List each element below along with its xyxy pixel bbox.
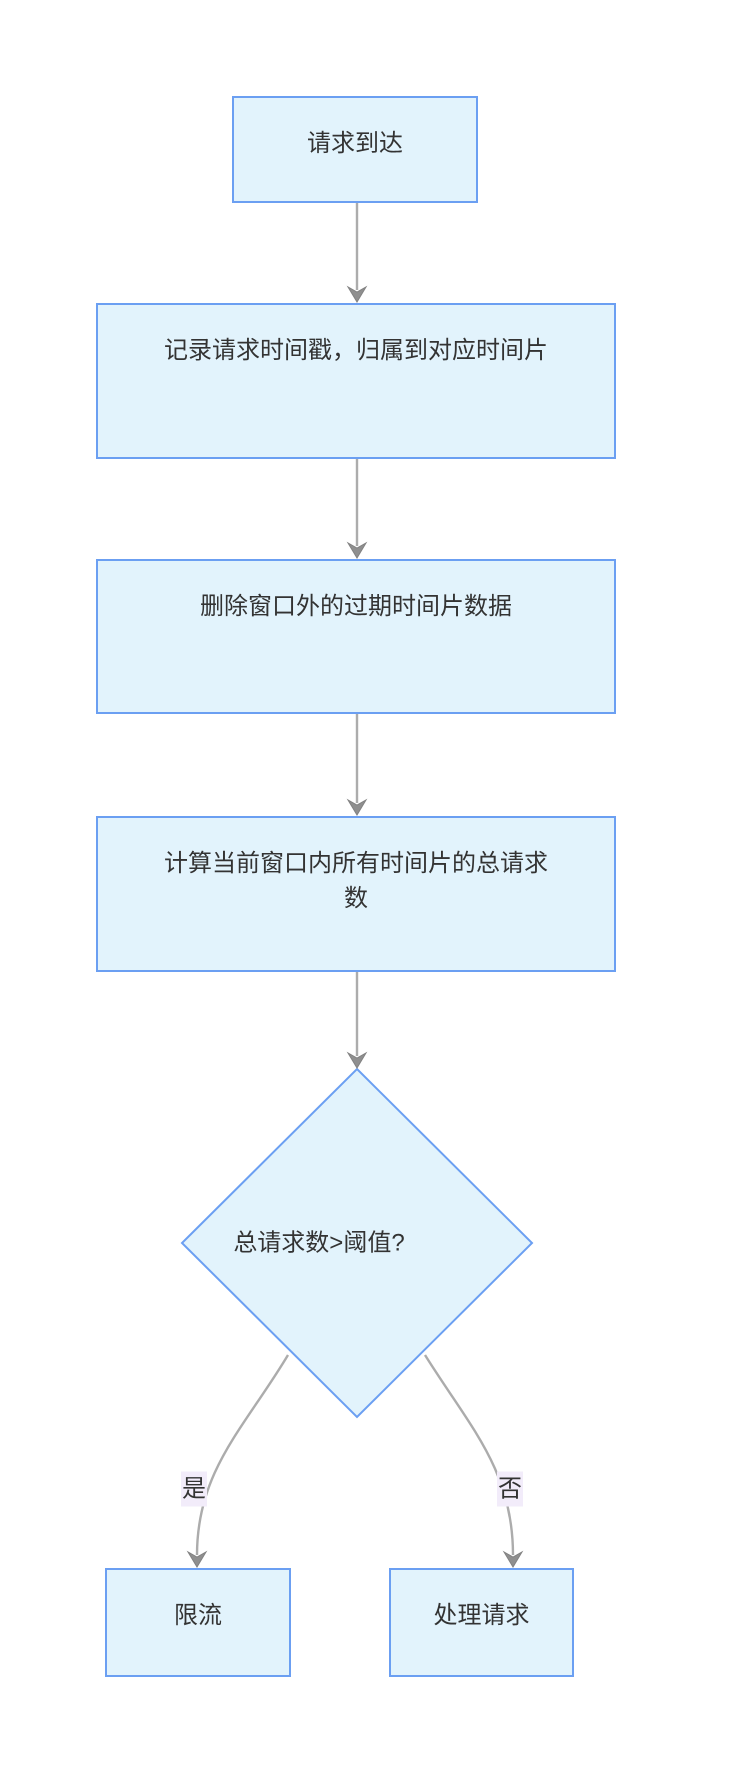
node-record-timestamp: 记录请求时间戳，归属到对应时间片 <box>96 303 616 459</box>
arrow-down-icon <box>346 798 368 816</box>
node-rate-limit-label: 限流 <box>174 1602 222 1629</box>
edge-decision-process <box>423 1354 515 1556</box>
node-calc-total: 计算当前窗口内所有时间片的总请求 数 <box>96 816 616 972</box>
node-rate-limit: 限流 <box>105 1568 291 1677</box>
node-delete-expired: 删除窗口外的过期时间片数据 <box>96 559 616 714</box>
node-process-request-label: 处理请求 <box>433 1602 530 1629</box>
node-calc-total-label: 计算当前窗口内所有时间片的总请求 数 <box>164 850 548 912</box>
node-record-timestamp-label: 记录请求时间戳，归属到对应时间片 <box>164 337 548 364</box>
node-decision-label: 总请求数>阈值? <box>233 1229 405 1257</box>
arrow-down-icon <box>346 541 368 559</box>
edge-label-yes: 是 <box>181 1471 207 1507</box>
arrow-down-icon <box>502 1550 524 1568</box>
node-decision-shape <box>180 1067 534 1419</box>
node-request-arrival: 请求到达 <box>232 96 478 203</box>
arrow-down-icon <box>346 285 368 303</box>
edge-label-no: 否 <box>497 1471 523 1507</box>
node-request-arrival-label: 请求到达 <box>307 130 403 157</box>
node-process-request: 处理请求 <box>389 1568 574 1677</box>
node-delete-expired-label: 删除窗口外的过期时间片数据 <box>200 593 512 620</box>
arrow-down-icon <box>186 1550 208 1568</box>
arrow-down-icon <box>346 1051 368 1069</box>
edge-decision-limit <box>195 1354 290 1556</box>
